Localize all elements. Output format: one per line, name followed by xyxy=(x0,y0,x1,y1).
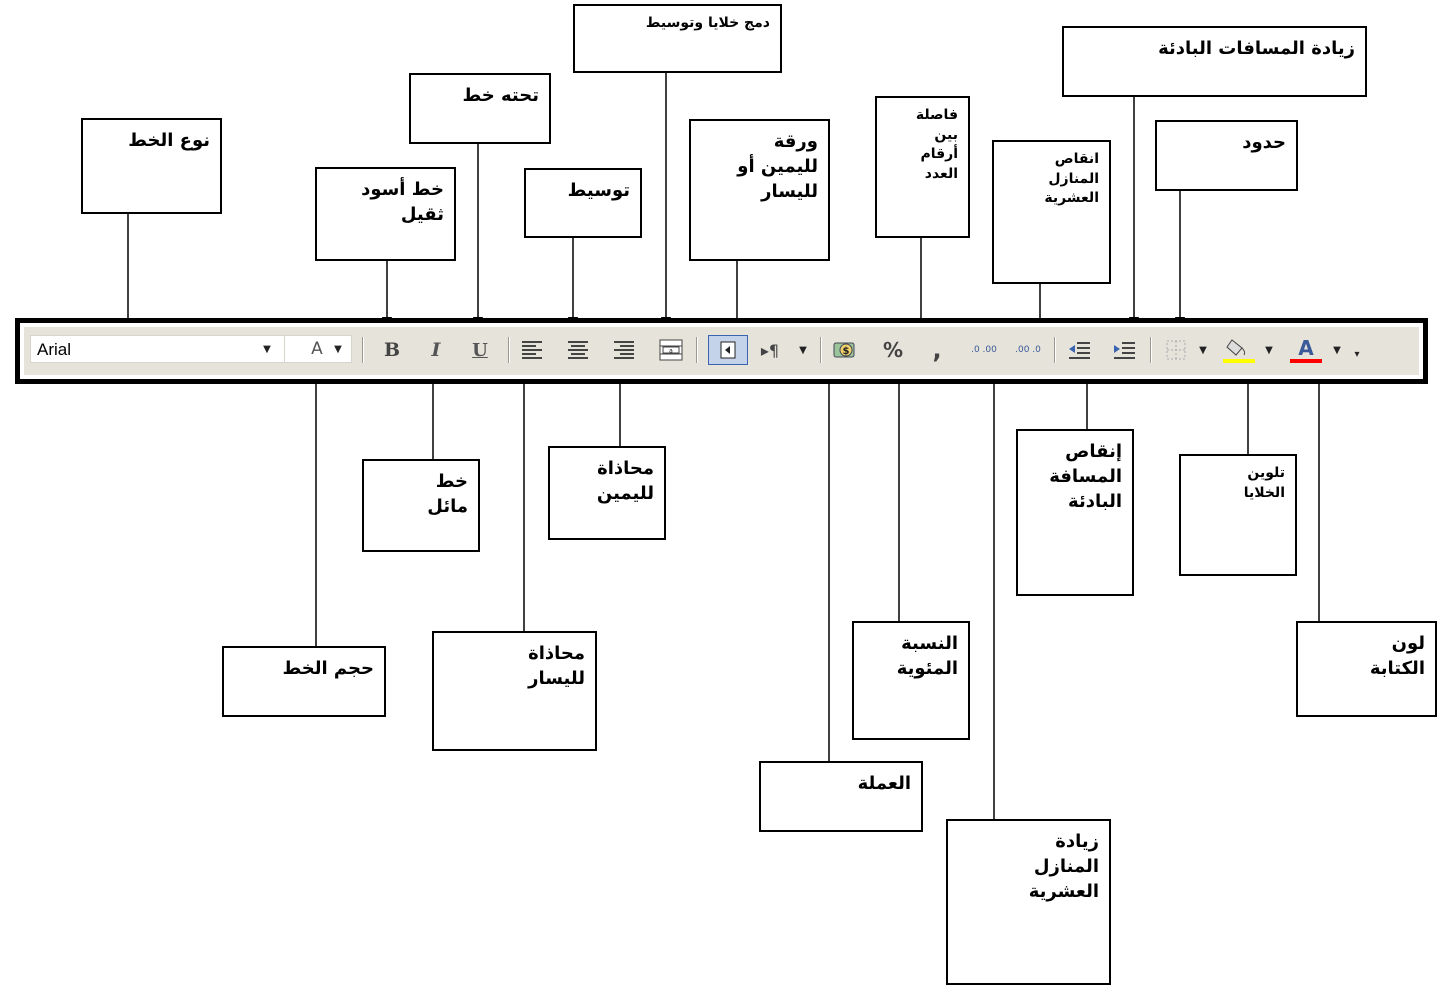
chevron-down-icon[interactable]: ▼ xyxy=(1265,344,1273,356)
bold-icon: B xyxy=(383,339,401,361)
separator xyxy=(508,337,510,363)
svg-text:a: a xyxy=(669,348,673,355)
label-center: توسيط xyxy=(524,168,642,238)
chevron-down-icon[interactable]: ▼ xyxy=(1199,344,1207,356)
label-font-size: حجم الخط xyxy=(222,646,386,717)
chevron-down-icon[interactable]: ▼ xyxy=(799,344,807,356)
label-sheet-direction: ورقة لليمين أو لليسار xyxy=(689,119,830,261)
label-decrease-decimal: انقاص المنازل العشرية xyxy=(992,140,1111,284)
decrease-indent-icon xyxy=(1069,342,1090,359)
paint-bucket-icon xyxy=(1223,339,1255,363)
increase-indent-button[interactable] xyxy=(1109,337,1139,363)
paragraph-icon: ▸¶ xyxy=(760,340,780,360)
underline-icon: U xyxy=(472,339,488,361)
align-left-icon xyxy=(522,341,542,359)
font-name-dropdown[interactable]: Arial ▼ xyxy=(30,335,296,363)
borders-icon xyxy=(1166,340,1186,360)
label-bold: خط أسود ثقيل xyxy=(315,167,456,261)
increase-decimal-button[interactable]: .0 .00 xyxy=(968,335,1000,365)
align-right-icon xyxy=(614,341,634,359)
label-align-right: محاذاة لليمين xyxy=(548,446,666,540)
percent-button[interactable]: % xyxy=(880,337,906,363)
font-name-value: Arial xyxy=(37,340,72,359)
separator xyxy=(362,337,364,363)
italic-icon: I xyxy=(431,339,441,361)
bold-button[interactable]: B xyxy=(380,337,404,363)
label-font-type: نوع الخط xyxy=(81,118,222,214)
comma-button[interactable]: , xyxy=(924,337,950,363)
svg-text:$: $ xyxy=(843,346,850,357)
label-increase-indent: زيادة المسافات البادئة xyxy=(1062,26,1367,97)
label-fill-color: تلوين الخلايا xyxy=(1179,454,1297,576)
currency-icon: $ xyxy=(833,342,855,358)
toolbar-options-icon[interactable]: ▾ xyxy=(1354,348,1360,360)
decrease-indent-button[interactable] xyxy=(1064,337,1094,363)
sheet-direction-button[interactable] xyxy=(708,335,748,365)
percent-icon: % xyxy=(882,338,904,362)
label-percent: النسبة المئوية xyxy=(852,621,970,740)
label-underline: تحته خط xyxy=(409,73,551,144)
merge-center-icon: a xyxy=(659,339,683,361)
separator xyxy=(820,337,822,363)
text-direction-button[interactable]: ▸¶ xyxy=(757,337,783,363)
label-comma: فاصلة بين أرقام العدد xyxy=(875,96,970,238)
toolbar-body: Arial ▼ A ▼ B I U xyxy=(24,327,1419,375)
increase-indent-icon xyxy=(1114,342,1135,359)
increase-decimal-icon: .0 .00 xyxy=(971,344,997,355)
align-center-icon xyxy=(568,341,588,359)
align-right-button[interactable] xyxy=(611,339,637,361)
font-color-button[interactable]: A xyxy=(1286,335,1326,365)
chevron-down-icon[interactable]: ▼ xyxy=(263,343,271,355)
fill-color-button[interactable] xyxy=(1219,335,1259,365)
label-align-left: محاذاة لليسار xyxy=(432,631,597,751)
comma-icon: , xyxy=(932,336,942,364)
label-currency: العملة xyxy=(759,761,923,832)
underline-button[interactable]: U xyxy=(468,337,492,363)
label-italic: خط مائل xyxy=(362,459,480,552)
font-size-dropdown[interactable]: A ▼ xyxy=(284,335,352,363)
formatting-toolbar: Arial ▼ A ▼ B I U xyxy=(15,318,1428,384)
decrease-decimal-button[interactable]: .00 .0 xyxy=(1012,335,1044,365)
svg-text:A: A xyxy=(1298,336,1314,360)
right-to-left-icon xyxy=(720,341,736,359)
chevron-down-icon[interactable]: ▼ xyxy=(1333,344,1341,356)
font-color-icon: A xyxy=(1290,336,1322,363)
align-left-button[interactable] xyxy=(519,339,545,361)
borders-button[interactable] xyxy=(1162,337,1190,363)
label-merge-center: دمج خلايا وتوسيط xyxy=(573,4,782,73)
label-font-color: لون الكتابة xyxy=(1296,621,1437,717)
chevron-down-icon[interactable]: ▼ xyxy=(334,343,342,355)
label-decrease-indent: إنقاص المسافة البادئة xyxy=(1016,429,1134,596)
separator xyxy=(1150,337,1152,363)
decrease-decimal-icon: .00 .0 xyxy=(1015,344,1041,355)
label-borders: حدود xyxy=(1155,120,1298,191)
italic-button[interactable]: I xyxy=(424,337,448,363)
label-increase-decimal: زيادة المنازل العشرية xyxy=(946,819,1111,985)
separator xyxy=(1054,337,1056,363)
align-center-button[interactable] xyxy=(565,339,591,361)
currency-button[interactable]: $ xyxy=(830,337,860,363)
font-size-value: A xyxy=(311,339,323,359)
separator xyxy=(696,337,698,363)
merge-center-button[interactable]: a xyxy=(657,337,685,363)
